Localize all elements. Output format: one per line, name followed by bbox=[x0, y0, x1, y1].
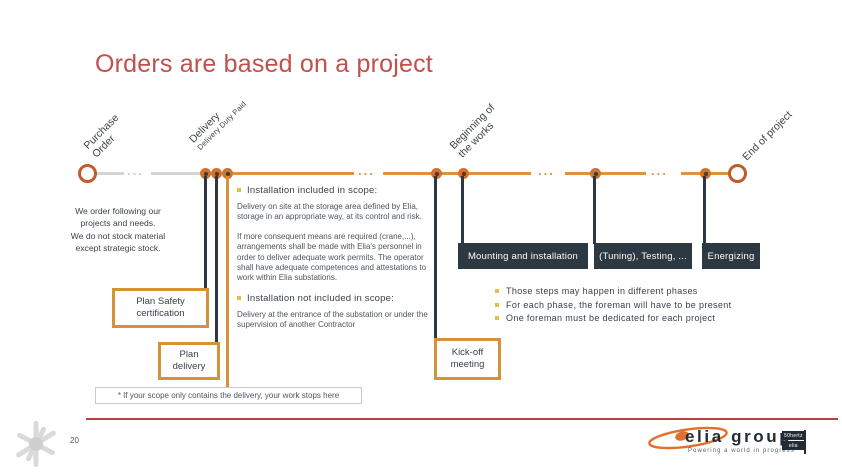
kickoff-meeting-box: Kick-off meeting bbox=[434, 338, 501, 380]
phase-rule-item: For each phase, the foreman will have to… bbox=[495, 300, 795, 310]
connector-kickoff bbox=[434, 176, 437, 338]
phase-box-energizing: Energizing bbox=[702, 243, 760, 269]
milestone-delivery-dot bbox=[200, 168, 211, 179]
elia-logo-swoosh-icon bbox=[648, 426, 728, 450]
connector-delivery-scope bbox=[226, 176, 229, 388]
timeline-ellipsis: ... bbox=[127, 163, 144, 178]
label-delivery: Delivery Delivery Duty Paid bbox=[178, 82, 257, 161]
scope-included-heading-text: Installation included in scope: bbox=[247, 185, 378, 196]
milestone-energizing-dot bbox=[700, 168, 711, 179]
scope-not-included-body: Delivery at the entrance of the substati… bbox=[237, 309, 428, 330]
square-bullet-icon bbox=[237, 188, 241, 192]
connector-plan-delivery bbox=[215, 176, 218, 343]
timeline-segment bbox=[383, 172, 531, 175]
phase-rule-item: One foreman must be dedicated for each p… bbox=[495, 313, 795, 323]
square-bullet-icon bbox=[237, 295, 241, 300]
milestone-testing-dot bbox=[590, 168, 601, 179]
dot-core bbox=[214, 171, 219, 176]
phase-rule-text: For each phase, the foreman will have to… bbox=[506, 299, 732, 310]
logo-wordmark: elia group bbox=[685, 427, 793, 446]
page-title: Orders are based on a project bbox=[95, 50, 433, 78]
phase-rule-text: One foreman must be dedicated for each p… bbox=[506, 313, 716, 323]
label-purchase-order: Purchase Order bbox=[81, 112, 122, 161]
square-bullet-icon bbox=[495, 316, 499, 320]
timeline-ellipsis: ... bbox=[358, 163, 375, 178]
scope-not-included-heading: Installation not included in scope: bbox=[237, 293, 429, 304]
logo-divider bbox=[804, 430, 806, 454]
dot-core bbox=[703, 171, 708, 176]
dot-core bbox=[203, 171, 208, 176]
milestone-works-dot bbox=[458, 168, 469, 179]
timeline-segment-gray bbox=[96, 172, 124, 175]
dot-core bbox=[434, 171, 439, 176]
plan-delivery-box: Plan delivery bbox=[158, 342, 220, 380]
logo-badges: 50hertz elia bbox=[782, 431, 805, 450]
milestone-delivery-dot bbox=[211, 168, 222, 179]
scope-footnote: * If your scope only contains the delive… bbox=[95, 387, 362, 404]
phase-rules-list: Those steps may happen in different phas… bbox=[495, 286, 795, 327]
phase-box-mounting: Mounting and installation bbox=[458, 243, 588, 269]
timeline-segment-gray bbox=[151, 172, 204, 175]
dot-core bbox=[225, 171, 230, 176]
phase-rule-item: Those steps may happen in different phas… bbox=[495, 286, 795, 296]
timeline-segment bbox=[565, 172, 646, 175]
elia-group-logo: elia group Powering a world in progress … bbox=[648, 426, 806, 462]
timeline-segment bbox=[233, 172, 354, 175]
timeline-ellipsis: ... bbox=[538, 163, 555, 178]
connector-testing bbox=[593, 176, 596, 244]
badge-50hertz: 50hertz bbox=[782, 431, 805, 440]
footer-divider-line bbox=[86, 418, 838, 420]
connector-plan-safety bbox=[204, 176, 207, 288]
milestone-purchase-order-node bbox=[78, 164, 97, 183]
scope-included-body-1: Delivery on site at the storage area def… bbox=[237, 202, 422, 222]
page-number: 20 bbox=[70, 436, 79, 445]
ordering-note: We order following our projects and need… bbox=[70, 206, 166, 254]
phase-rule-text: Those steps may happen in different phas… bbox=[506, 286, 698, 296]
connector-energizing bbox=[703, 176, 706, 244]
connector-mounting bbox=[461, 176, 464, 244]
label-beginning-of-works: Beginning of the works bbox=[447, 102, 498, 161]
dot-core bbox=[461, 171, 466, 176]
square-bullet-icon bbox=[495, 289, 499, 293]
elia-star-watermark-icon bbox=[12, 420, 60, 473]
logo-tagline: Powering a world in progress bbox=[688, 448, 795, 454]
phase-box-testing: (Tuning), Testing, ... bbox=[594, 243, 692, 269]
square-bullet-icon bbox=[495, 302, 499, 307]
badge-elia: elia bbox=[782, 441, 805, 450]
milestone-end-of-project-node bbox=[728, 164, 747, 183]
scope-included-body-2: If more consequent means are required (c… bbox=[237, 231, 427, 283]
plan-safety-certification-box: Plan Safety certification bbox=[112, 288, 209, 328]
installation-scope-notes: Installation included in scope: Delivery… bbox=[237, 185, 429, 340]
scope-included-heading: Installation included in scope: bbox=[237, 185, 429, 196]
milestone-kickoff-dot bbox=[431, 168, 442, 179]
dot-core bbox=[593, 171, 598, 176]
scope-not-included-heading-text: Installation not included in scope: bbox=[247, 292, 394, 304]
milestone-delivery-dot bbox=[222, 168, 233, 179]
timeline-ellipsis: ... bbox=[651, 163, 668, 178]
label-end-of-project: End of project bbox=[740, 108, 795, 163]
